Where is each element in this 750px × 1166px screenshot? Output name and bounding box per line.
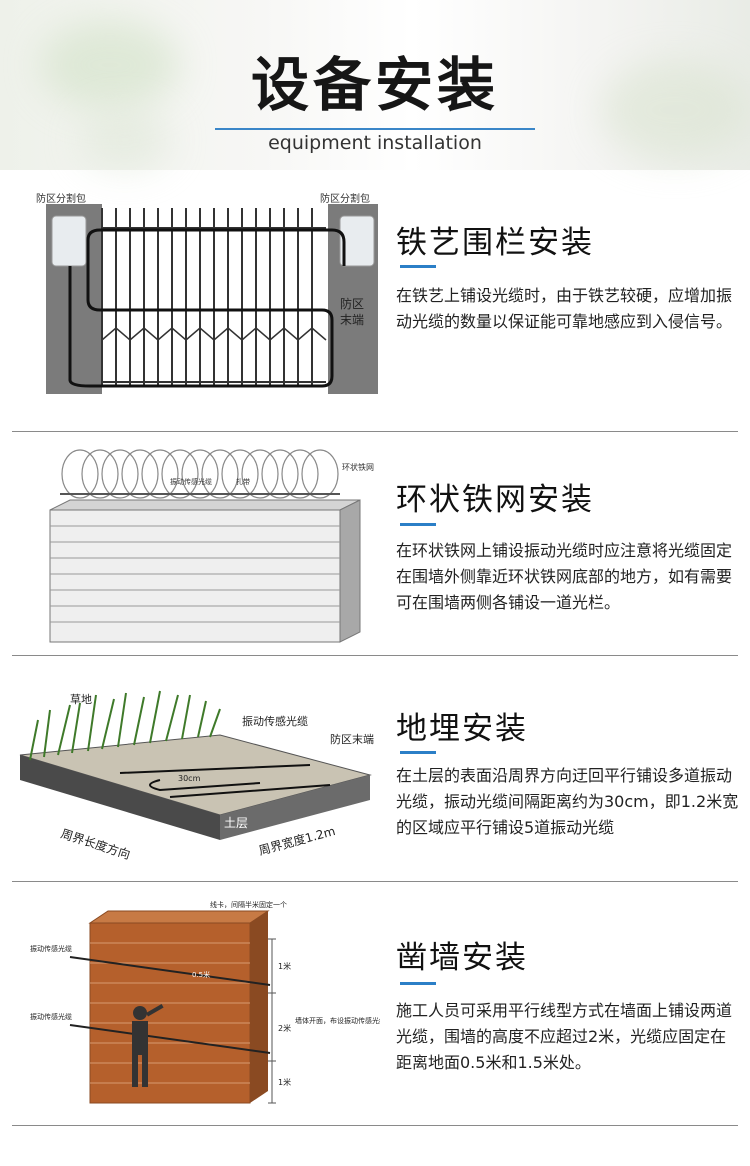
label-wall-slot: 墙体开面，布设振动传感光缆 — [295, 1016, 380, 1025]
iron-fence-illustration: 防区分割包 防区分割包 防区 末端 — [36, 192, 378, 394]
label-clip: 线卡，间隔半米固定一个 — [210, 900, 287, 909]
section-title: 铁艺围栏安装 — [396, 225, 594, 261]
label-fiber-cable: 振动传感光缆 — [242, 714, 308, 728]
section-divider — [12, 431, 738, 432]
brick-lines — [50, 525, 340, 623]
dimension-lines — [268, 938, 276, 1104]
label-fiber-cable: 振动传感光缆 — [170, 477, 212, 486]
label-fiber-cable-upper: 振动传感光缆 — [30, 944, 72, 953]
label-30cm: 30cm — [178, 774, 201, 783]
wall-top — [88, 910, 270, 924]
section-description: 在土层的表面沿周界方向迂回平行铺设多道振动光缆，振动光缆间隔距离约为30cm，即… — [396, 766, 739, 837]
brick-wall — [89, 922, 251, 1104]
title-accent-bar — [400, 982, 436, 985]
label-cable-tie: 扎带 — [236, 477, 250, 486]
buried-illustration: 草地 振动传感光缆 防区末端 30cm 土层 周界长度方向 周界宽度1.2m — [19, 690, 374, 863]
label-zone-end: 防区末端 — [330, 732, 374, 746]
section-divider — [12, 655, 738, 656]
buried-cable — [119, 764, 331, 798]
title-accent-bar — [400, 751, 436, 754]
left-junction-box — [51, 215, 87, 267]
label-perimeter-length: 周界长度方向 — [59, 826, 132, 863]
label-zone: 防区 — [340, 296, 364, 311]
fiber-cable-loop — [68, 228, 346, 388]
decor-blob — [600, 60, 750, 160]
label-half-meter: 0.5米 — [192, 970, 210, 979]
section-description: 在环状铁网上铺设振动光缆时应注意将光缆固定在围墙外侧靠近环状铁网底部的地方，如有… — [396, 541, 733, 612]
fence-bars — [101, 208, 326, 386]
upper-cable — [69, 956, 271, 986]
worker-silhouette — [132, 1004, 164, 1087]
brick-wall — [49, 509, 341, 643]
title-accent-bar — [400, 265, 436, 268]
wall-illustration: 线卡，间隔半米固定一个 振动传感光缆 振动传感光缆 1米 2米 1米 墙体开面，… — [30, 900, 380, 1104]
section-wall: 线卡，间隔半米固定一个 振动传感光缆 振动传感光缆 1米 2米 1米 墙体开面，… — [0, 890, 750, 1125]
wall-top — [49, 499, 361, 511]
section-title: 地埋安装 — [396, 711, 528, 747]
brick-lines — [90, 942, 250, 1084]
grass — [29, 690, 221, 761]
section-title: 环状铁网安装 — [396, 482, 594, 518]
right-junction-box — [339, 215, 375, 267]
label-perimeter-width: 周界宽度1.2m — [257, 823, 337, 858]
header-banner: 设备安装 equipment installation — [0, 0, 750, 170]
ring-mesh-illustration: 环状铁网 振动传感光缆 扎带 — [49, 449, 374, 643]
title-accent-bar — [400, 523, 436, 526]
label-zone-splitter-left: 防区分割包 — [36, 192, 86, 205]
section-iron-fence: 防区分割包 防区分割包 防区 末端 铁艺围栏安装 在铁艺上铺设光缆时，由于铁艺较… — [0, 185, 750, 430]
label-zone-splitter-right: 防区分割包 — [320, 192, 370, 205]
section-title: 凿墙安装 — [396, 940, 528, 976]
section-ring-mesh: 环状铁网 振动传感光缆 扎带 环状铁网安装 在环状铁网上铺设振动光缆时应注意将光… — [0, 440, 750, 655]
decor-blob — [40, 20, 180, 110]
label-ring-mesh: 环状铁网 — [342, 462, 374, 472]
soil-side — [220, 775, 370, 840]
section-buried: 草地 振动传感光缆 防区末端 30cm 土层 周界长度方向 周界宽度1.2m 地… — [0, 665, 750, 880]
section-divider — [12, 1125, 738, 1126]
label-2m: 2米 — [278, 1023, 291, 1033]
page-subtitle: equipment installation — [268, 132, 482, 154]
label-fiber-cable-lower: 振动传感光缆 — [30, 1012, 72, 1021]
page-title: 设备安装 — [250, 51, 499, 119]
fence-zigzag — [101, 327, 327, 341]
title-rule — [215, 128, 535, 130]
section-description: 在铁艺上铺设光缆时，由于铁艺较硬，应增加振动光缆的数量以保证能可靠地感应到入侵信… — [396, 286, 733, 331]
lower-cable — [69, 1024, 271, 1054]
label-1m-bottom: 1米 — [278, 1077, 291, 1087]
section-divider — [12, 881, 738, 882]
soil-front — [20, 755, 220, 840]
decor-blob — [80, 110, 170, 170]
label-grass: 草地 — [70, 693, 92, 706]
label-end: 末端 — [340, 313, 364, 327]
wall-side — [250, 911, 268, 1103]
wall-side — [339, 499, 361, 643]
label-soil: 土层 — [224, 816, 248, 830]
section-description: 施工人员可采用平行线型方式在墙面上铺设两道光缆，围墙的高度不应超过2米，光缆应固… — [396, 1001, 733, 1072]
label-1m-top: 1米 — [278, 961, 291, 971]
razor-coil — [61, 449, 339, 499]
